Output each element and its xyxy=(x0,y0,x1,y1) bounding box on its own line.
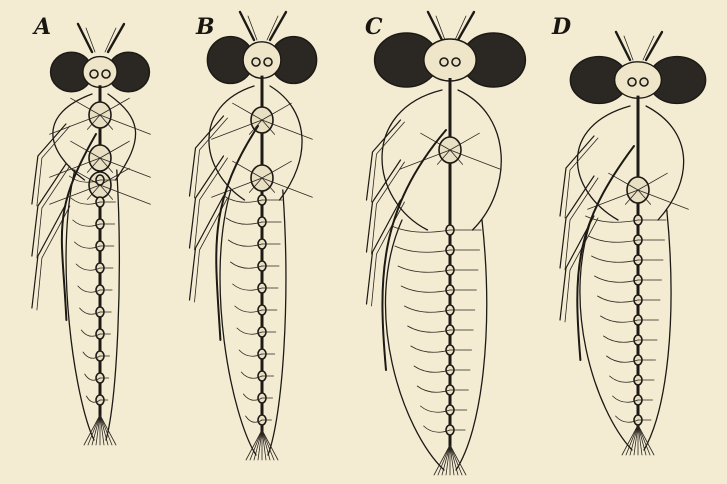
abdomen-outline-right xyxy=(106,170,119,440)
optic-lobe-left xyxy=(628,78,636,86)
thorax-outline-left xyxy=(382,90,442,230)
abdominal-nerve-left xyxy=(226,218,262,224)
abdominal-nerve-left xyxy=(604,336,639,342)
brain xyxy=(615,62,662,98)
abdominal-nerve-left xyxy=(408,326,450,332)
optic-lobe-right xyxy=(452,58,460,66)
abdominal-nerve-left xyxy=(589,236,639,242)
optic-lobe-left xyxy=(90,70,98,78)
terminal-nerve xyxy=(638,425,646,455)
specimen-b xyxy=(190,12,317,460)
abdomen-outline-left xyxy=(220,190,256,455)
optic-lobe-right xyxy=(102,70,110,78)
abdominal-nerve-left xyxy=(598,296,639,302)
abdomen-outline-right xyxy=(644,210,671,450)
leg-left-inner-3 xyxy=(372,202,405,306)
specimen-a xyxy=(32,24,150,445)
abdominal-nerve-left xyxy=(595,276,639,282)
abdominal-nerve-left xyxy=(417,386,450,392)
abdomen-outline-right xyxy=(456,220,487,470)
terminal-nerve xyxy=(262,430,270,460)
lateral-nerve-trunk xyxy=(577,146,634,360)
abdominal-nerve-left xyxy=(592,256,639,262)
abdominal-nerve-left xyxy=(401,286,450,292)
abdominal-nerve-left xyxy=(601,316,639,322)
abdominal-nerve-left xyxy=(404,306,450,312)
leg-left-inner-3 xyxy=(195,198,228,302)
optic-lobe-left xyxy=(440,58,448,66)
abdominal-nerve-left xyxy=(414,366,450,372)
thorax-outline-right xyxy=(646,106,684,220)
abdomen-outline-left xyxy=(580,210,632,450)
thorax-outline-right xyxy=(108,94,136,180)
specimen-c xyxy=(367,12,526,475)
leg-left-2 xyxy=(32,164,66,256)
optic-lobe-right xyxy=(640,78,648,86)
abdominal-nerve-left xyxy=(398,266,450,272)
optic-lobe-right xyxy=(264,58,272,66)
terminal-nerve xyxy=(100,415,108,445)
abdomen-outline-right xyxy=(268,190,286,455)
terminal-nerve xyxy=(630,425,638,455)
brain xyxy=(83,57,117,88)
leg-left-2 xyxy=(190,156,224,248)
terminal-nerve xyxy=(442,445,450,475)
abdomen-outline-left xyxy=(66,170,94,440)
optic-lobe-left xyxy=(252,58,260,66)
terminal-nerve xyxy=(92,415,100,445)
thorax-outline-right xyxy=(458,90,501,230)
abdominal-nerve-left xyxy=(228,240,262,246)
brain xyxy=(424,39,476,81)
abdominal-nerve-left xyxy=(411,346,450,352)
brain xyxy=(243,42,281,78)
terminal-nerve xyxy=(254,430,262,460)
abdominal-nerve-left xyxy=(395,246,450,252)
terminal-nerve xyxy=(450,445,458,475)
specimen-d xyxy=(560,32,706,455)
abdomen-outline-left xyxy=(385,220,444,470)
